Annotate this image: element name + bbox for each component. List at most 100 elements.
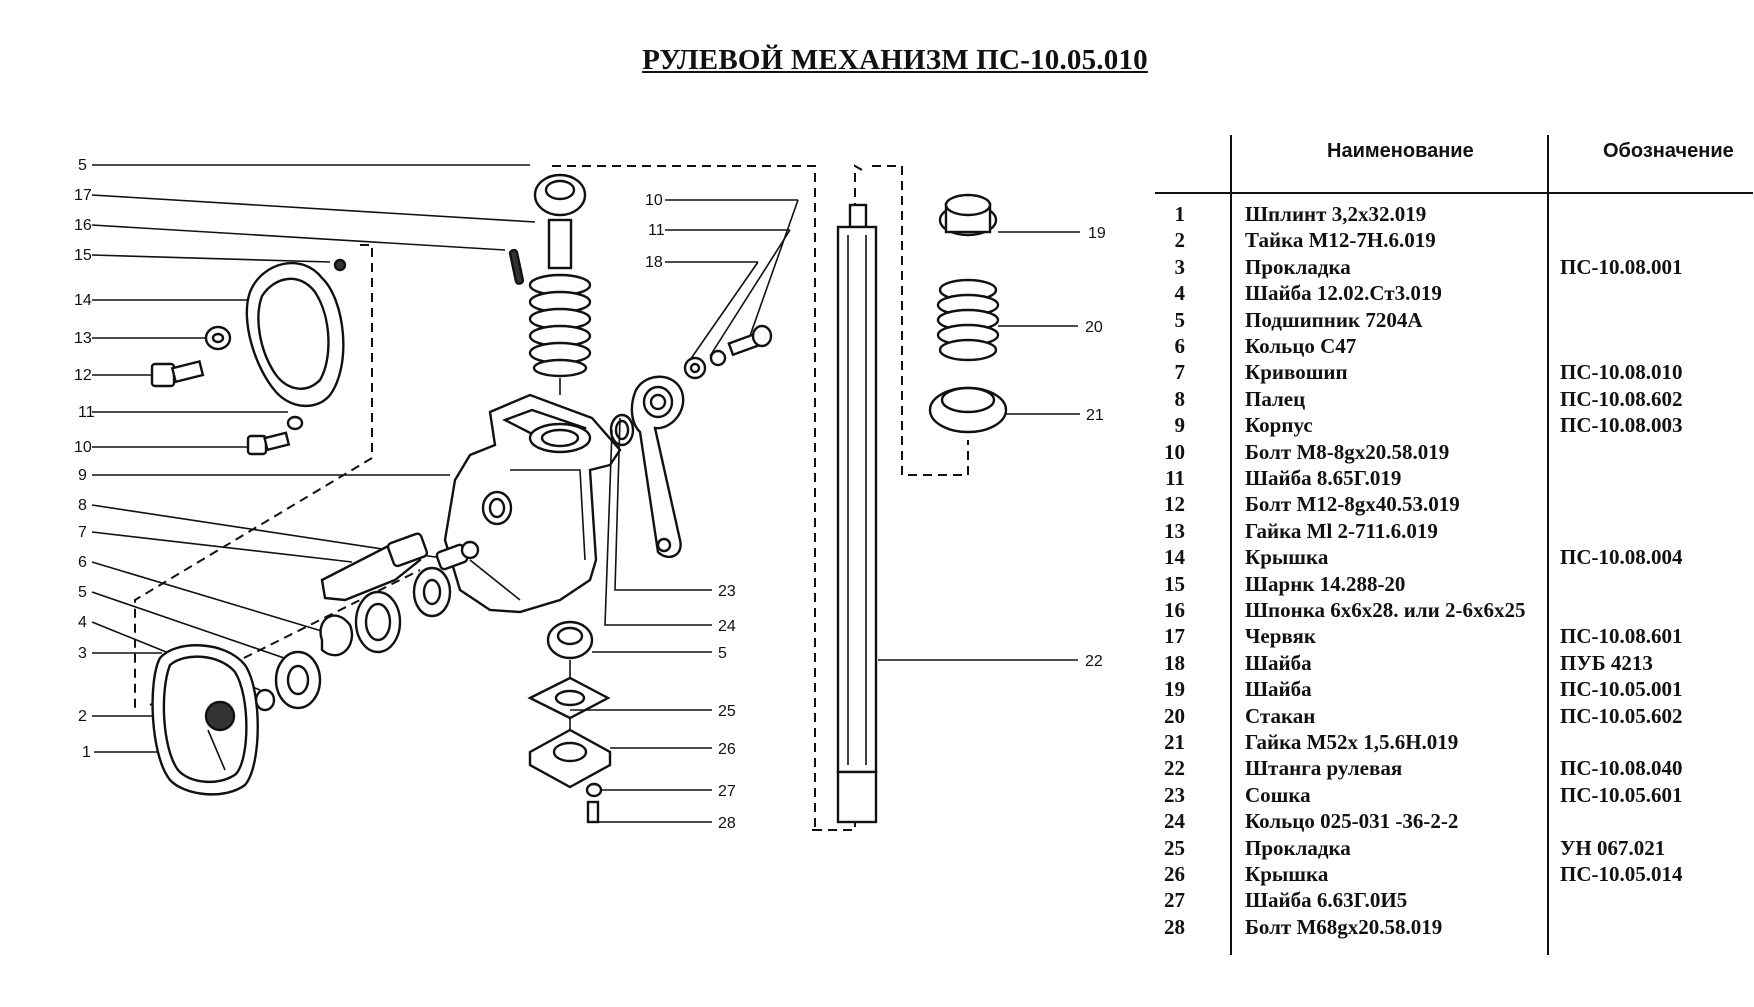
row-number: 22	[1164, 756, 1185, 781]
row-number: 25	[1164, 835, 1185, 860]
callout-7: 7	[78, 524, 87, 541]
bolt-10-mid	[727, 324, 773, 357]
row-number: 12	[1164, 492, 1185, 517]
housing-9	[443, 393, 622, 614]
table-row: 25 Прокладка УН 067.021	[1155, 836, 1754, 862]
callout-24: 24	[718, 618, 736, 635]
steering-rod-22: 22	[836, 203, 1103, 824]
callout-mid-10: 10	[645, 192, 663, 209]
row-number: 7	[1174, 360, 1186, 385]
callout-27: 27	[718, 783, 736, 800]
cotter-1	[207, 729, 226, 771]
row-code: ПУБ 4213	[1560, 650, 1653, 675]
row-number: 23	[1164, 782, 1185, 807]
column-header-name: Наименование	[1327, 140, 1474, 162]
callout-mid-11: 11	[648, 222, 665, 239]
callout-12: 12	[74, 367, 92, 384]
callout-9: 9	[78, 467, 87, 484]
nut-2	[204, 700, 236, 732]
row-number: 28	[1164, 914, 1185, 939]
right-lower-callouts: 23 24 5 25 26 27 28	[570, 417, 736, 832]
callout-25: 25	[718, 703, 736, 720]
table-row: 1 Шплинт 3,2х32.019	[1155, 202, 1754, 228]
callout-15: 15	[74, 247, 92, 264]
parts-table: Наименование Обозначение 1 Шплинт 3,2х32.…	[1155, 130, 1754, 960]
callout-5-bottom: 5	[718, 645, 727, 662]
row-number: 14	[1164, 545, 1185, 570]
table-row: 18 Шайба ПУБ 4213	[1155, 651, 1754, 677]
nut-13	[204, 325, 232, 351]
exploded-assembly-diagram: 5 17 16 15 14 13 12 11 10 9 8 7 6 5 4 3 …	[74, 157, 1106, 832]
callout-2: 2	[78, 708, 87, 725]
row-name: Шайба	[1245, 650, 1312, 675]
callout-19: 19	[1088, 225, 1106, 242]
row-name: Палец	[1245, 386, 1306, 411]
row-name: Сошка	[1245, 782, 1311, 807]
bolt-28	[586, 800, 600, 824]
row-number: 8	[1174, 386, 1186, 411]
worm-shaft	[547, 218, 573, 270]
callout-5-top: 5	[78, 157, 87, 174]
row-name: Шплинт 3,2х32.019	[1245, 202, 1427, 226]
row-number: 9	[1174, 413, 1186, 438]
column-header-code: Обозначение	[1603, 140, 1734, 162]
row-number: 24	[1164, 809, 1185, 834]
callout-22: 22	[1085, 653, 1103, 670]
callout-23: 23	[718, 583, 736, 600]
row-name: Прокладка	[1245, 835, 1351, 860]
callout-21: 21	[1086, 407, 1104, 424]
row-number: 21	[1164, 730, 1185, 754]
nut-21	[928, 386, 1008, 434]
row-number: 2	[1174, 228, 1186, 253]
row-number: 4	[1174, 281, 1186, 306]
table-row: 28 Болт М68gх20.58.019	[1155, 915, 1754, 941]
row-name: Кривошип	[1245, 360, 1348, 385]
row-name: Крышка	[1245, 862, 1329, 886]
callout-13: 13	[74, 330, 92, 347]
callout-16: 16	[74, 217, 92, 234]
row-name: Червяк	[1245, 624, 1316, 649]
column-divider-2	[1547, 135, 1549, 955]
row-code: УН 067.021	[1560, 835, 1666, 860]
row-name: Болт М8-8gх20.58.019	[1245, 439, 1450, 464]
lower-cover-stack	[527, 620, 612, 824]
row-name: Шайба 6.63Г.0И5	[1245, 888, 1408, 913]
row-number: 27	[1164, 888, 1185, 913]
row-code: ПС-10.08.001	[1560, 254, 1683, 279]
row-name: Подшипник 7204А	[1245, 307, 1423, 332]
row-number: 1	[1174, 202, 1186, 226]
callout-8: 8	[78, 497, 87, 514]
washer-11	[286, 415, 304, 431]
ring-6	[319, 614, 353, 657]
row-number: 18	[1164, 650, 1185, 675]
row-code: ПС-10.08.004	[1560, 545, 1683, 570]
bolt-10	[246, 431, 291, 456]
callout-20: 20	[1085, 319, 1103, 336]
row-name: Болт М68gх20.58.019	[1245, 914, 1443, 939]
row-number: 11	[1165, 466, 1185, 490]
left-callouts: 5 17 16 15 14 13 12 11 10 9 8 7 6 5 4 3 …	[74, 157, 536, 761]
washer-4	[254, 688, 276, 712]
row-number: 10	[1164, 439, 1185, 464]
row-name: Шарнк 14.288-20	[1245, 571, 1406, 596]
pitman-arm-23	[609, 375, 685, 559]
row-name: Крышка	[1245, 545, 1329, 570]
worm-gear	[528, 273, 592, 378]
row-name: Кольцо С47	[1245, 334, 1357, 358]
washer-19	[938, 193, 998, 237]
callout-6: 6	[78, 554, 87, 571]
